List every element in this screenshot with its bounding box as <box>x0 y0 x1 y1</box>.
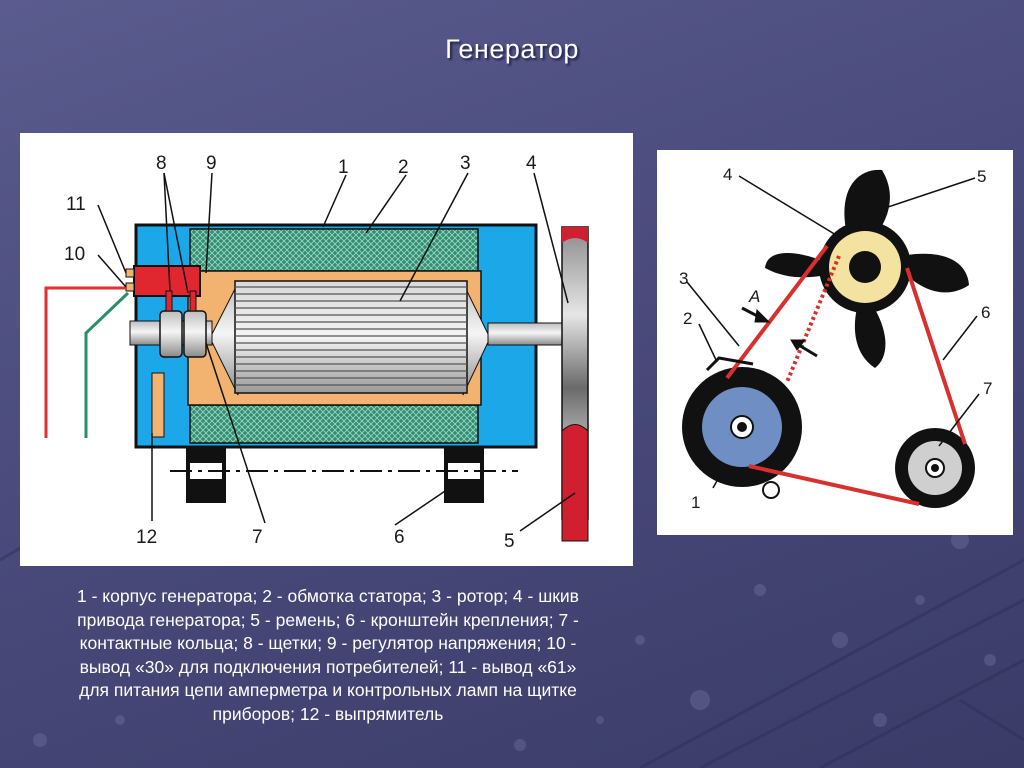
fan-pulley-hub <box>849 251 881 283</box>
label-r7: 7 <box>983 379 992 398</box>
caption-line: привода генератора; 5 - ремень; 6 - крон… <box>77 609 579 630</box>
slip-ring-2 <box>183 310 207 358</box>
label-2: 2 <box>398 157 409 178</box>
generator-cross-section-diagram: 1 2 3 4 5 6 7 8 9 10 11 12 <box>20 133 633 566</box>
generator-pulley-hub <box>737 422 747 432</box>
label-r2: 2 <box>683 309 692 328</box>
label-7: 7 <box>252 527 263 548</box>
rotor-shaft-right <box>487 322 569 346</box>
drive-belt <box>725 244 967 506</box>
label-4: 4 <box>526 153 537 174</box>
tension-bracket <box>705 356 754 372</box>
stator-winding-bottom <box>189 404 479 444</box>
brush-1 <box>165 290 173 312</box>
tension-pulley-hub <box>931 464 939 472</box>
belt-drive-diagram: А 1 2 3 4 5 6 7 <box>657 150 1013 535</box>
fan-blades <box>765 169 969 368</box>
caption-line: контактные кольца; 8 - щетки; 9 - регуля… <box>79 633 577 653</box>
mount-bracket-left-hole <box>190 463 222 479</box>
label-r6: 6 <box>981 303 990 322</box>
caption-line: приборов; 12 - выпрямитель <box>212 703 444 724</box>
caption-line: вывод «30» для подключения потребителей;… <box>79 656 577 677</box>
diagram-legend-caption: 1 - корпус генератора; 2 - обмотка стато… <box>28 585 628 726</box>
label-11: 11 <box>66 194 86 215</box>
caption-line: 1 - корпус генератора; 2 - обмотка стато… <box>77 586 579 606</box>
leader-lines <box>97 172 576 532</box>
label-8: 8 <box>156 153 167 174</box>
drive-pulley <box>561 226 589 542</box>
wire-green <box>84 291 130 438</box>
brush-holder <box>133 265 201 297</box>
slide-title: Генератор <box>445 34 579 64</box>
label-r4: 4 <box>723 165 732 184</box>
label-r5: 5 <box>977 167 986 186</box>
force-arrow-a <box>741 306 818 358</box>
generator-pivot <box>762 481 780 499</box>
label-1: 1 <box>338 157 349 178</box>
terminal-61 <box>125 268 135 278</box>
label-9: 9 <box>206 153 217 174</box>
wire-red <box>44 286 126 438</box>
slip-ring-1 <box>159 310 183 358</box>
label-12: 12 <box>136 527 157 548</box>
rotor <box>209 280 491 396</box>
label-10: 10 <box>64 244 85 265</box>
brush-2 <box>189 290 197 312</box>
label-3: 3 <box>460 153 471 174</box>
leader-lines-right <box>686 175 980 489</box>
label-5: 5 <box>504 531 515 552</box>
label-r1: 1 <box>691 493 700 512</box>
rectifier <box>151 372 165 438</box>
label-r3: 3 <box>679 269 688 288</box>
caption-line: для питания цепи амперметра и контрольны… <box>79 680 577 700</box>
terminal-30 <box>125 282 135 292</box>
label-6: 6 <box>394 527 405 548</box>
arrow-label-a: А <box>748 287 760 306</box>
